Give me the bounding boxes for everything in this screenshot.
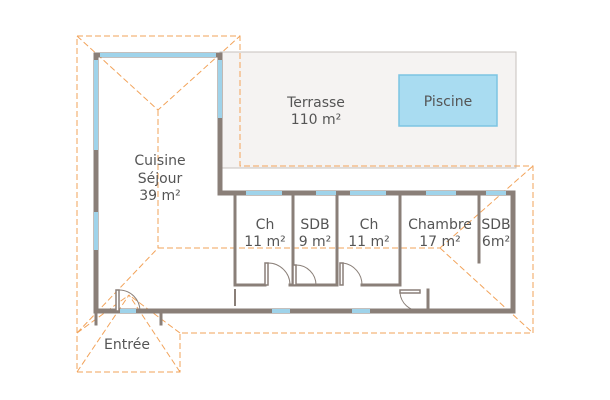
terrasse-area: 110 m² <box>291 112 341 128</box>
sdb2-area: 6m² <box>482 234 510 250</box>
terrasse-name: Terrasse <box>286 95 345 111</box>
walls <box>93 52 516 326</box>
ch1-area: 11 m² <box>244 234 286 250</box>
chambre-area: 17 m² <box>419 234 461 250</box>
door-swing-icon <box>264 262 291 286</box>
sdb1-name: SDB <box>300 217 329 233</box>
ch2-area: 11 m² <box>348 234 390 250</box>
chambre-name: Chambre <box>408 217 472 233</box>
door-swing-icon <box>115 289 141 312</box>
entree-name: Entrée <box>104 337 150 353</box>
cuisine-name: Cuisine <box>134 153 185 169</box>
sdb2-name: SDB <box>481 217 510 233</box>
door-swing-icon <box>292 264 317 286</box>
piscine-name: Piscine <box>424 94 472 110</box>
ch1-name: Ch <box>256 217 275 233</box>
door-swing-icon <box>339 262 363 286</box>
ch2-name: Ch <box>360 217 379 233</box>
sdb1-area: 9 m² <box>299 234 332 250</box>
pool <box>398 74 498 127</box>
windows <box>94 53 506 313</box>
sejour-name: Séjour <box>138 171 183 187</box>
roof-outline <box>76 35 534 373</box>
doors <box>115 262 421 312</box>
door-swing-icon <box>399 289 421 312</box>
cuisine-area: 39 m² <box>139 188 181 204</box>
